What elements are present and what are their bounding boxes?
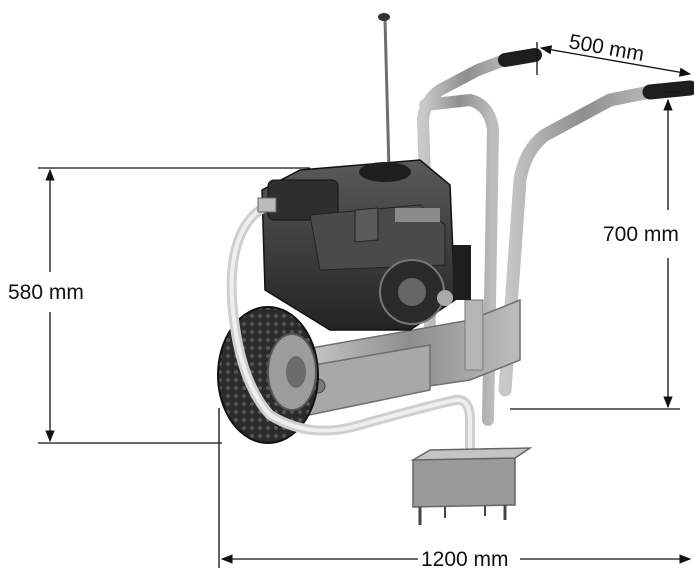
width-dimension-label: 500 mm — [567, 30, 646, 66]
chassis-frame — [284, 298, 521, 421]
width-arrow — [539, 45, 692, 77]
engine — [261, 159, 471, 331]
wheel — [217, 306, 319, 444]
main-handle — [498, 80, 694, 397]
rear-handle — [416, 48, 542, 426]
machine-illustration — [217, 13, 694, 525]
ground-plate — [410, 447, 533, 525]
frame-height-dimension-label: 580 mm — [8, 281, 84, 304]
hose — [226, 197, 475, 465]
length-dimension-label: 1200 mm — [421, 548, 509, 569]
dimension-lines — [38, 42, 692, 568]
handle-height-dimension-label: 700 mm — [603, 223, 679, 246]
dipstick — [378, 13, 391, 171]
